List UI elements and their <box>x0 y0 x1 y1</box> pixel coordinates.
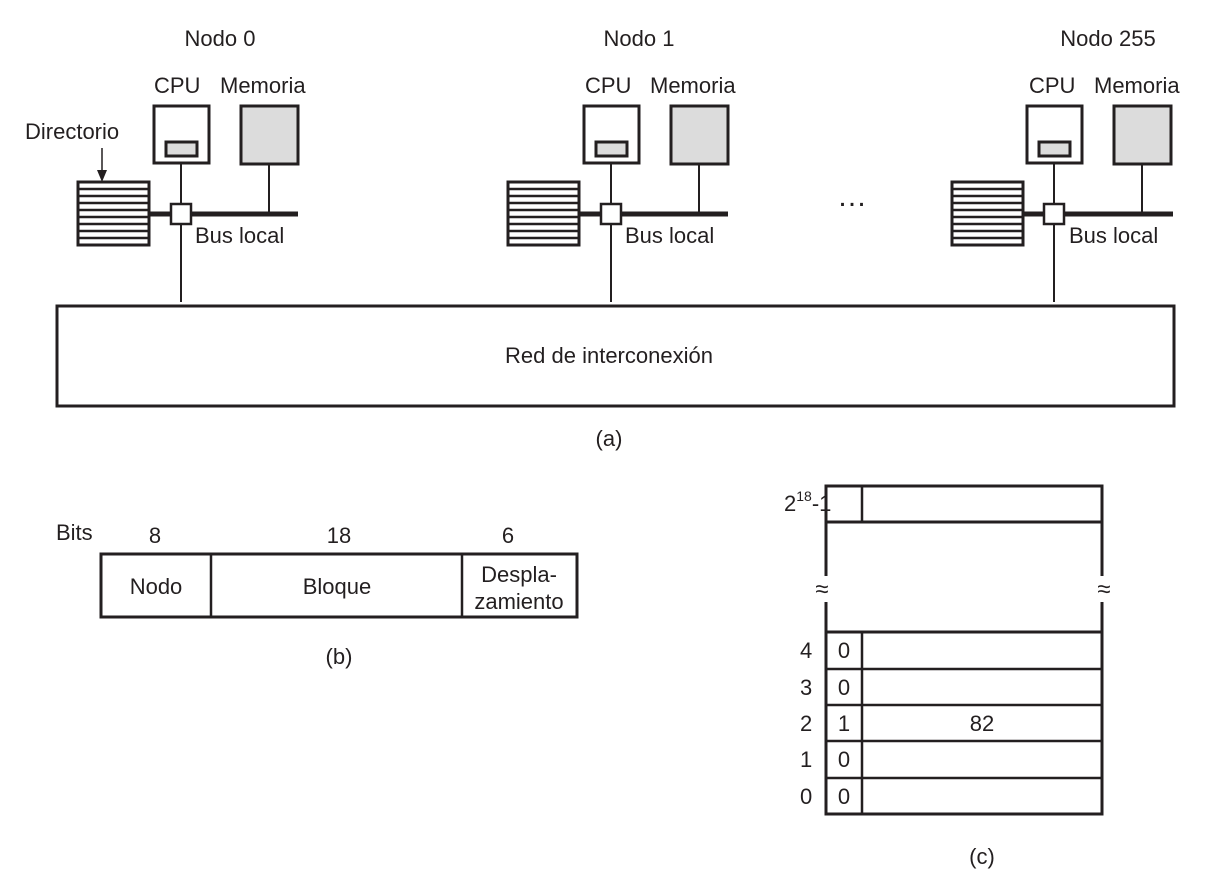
row-bit: 0 <box>838 784 850 809</box>
field-block: Bloque <box>303 574 372 599</box>
cache-box <box>164 140 199 158</box>
caption-c: (c) <box>969 844 995 869</box>
memory-label: Memoria <box>1094 73 1180 98</box>
field-offset-line2: zamiento <box>474 589 563 614</box>
row-value: 82 <box>970 711 994 736</box>
row-bit: 0 <box>838 638 850 663</box>
interconnection-network <box>55 304 1176 408</box>
row-bit: 0 <box>838 675 850 700</box>
bus-label: Bus local <box>195 223 284 248</box>
node-title: Nodo 255 <box>1060 26 1155 51</box>
node-0: Nodo 0 CPU Memoria Directorio Bus local <box>25 26 306 302</box>
table-row: 4 0 <box>800 638 850 663</box>
top-index: 218-1 <box>784 488 831 516</box>
table-row: 0 0 <box>800 784 850 809</box>
node-1: Nodo 1 CPU Memoria Bus local <box>506 26 736 302</box>
directory-stack <box>950 180 1025 247</box>
row-index: 2 <box>800 711 812 736</box>
bus-label: Bus local <box>1069 223 1158 248</box>
table-frame <box>824 484 1104 816</box>
memory-box <box>1112 104 1173 166</box>
field-bits: 8 <box>149 523 161 548</box>
table-row: 1 0 <box>800 747 850 772</box>
table-row: 3 0 <box>800 675 850 700</box>
bus-switch <box>1042 202 1066 226</box>
row-index: 3 <box>800 675 812 700</box>
memory-box <box>239 104 300 166</box>
cache-box <box>594 140 629 158</box>
ellipsis: … <box>837 180 867 213</box>
address-box <box>99 552 579 619</box>
cpu-label: CPU <box>585 73 631 98</box>
break-mask <box>1094 576 1114 602</box>
bits-label: Bits <box>56 520 93 545</box>
cpu-label: CPU <box>1029 73 1075 98</box>
caption-b: (b) <box>326 644 353 669</box>
memory-label: Memoria <box>220 73 306 98</box>
row-bit: 0 <box>838 747 850 772</box>
caption-a: (a) <box>596 426 623 451</box>
directory-label: Directorio <box>25 119 119 144</box>
bus-label: Bus local <box>625 223 714 248</box>
directory-table: 218-1 ≈ ≈ 4 0 3 0 2 1 82 1 0 <box>784 484 1114 869</box>
cpu-label: CPU <box>154 73 200 98</box>
directory-stack <box>76 180 151 247</box>
address-format: Bits 8 18 6 Nodo Bloque Despla- zamiento… <box>56 520 579 669</box>
network-label: Red de interconexión <box>505 343 713 368</box>
row-index: 0 <box>800 784 812 809</box>
break-icon: ≈ <box>815 576 828 603</box>
arrow-head-icon <box>97 170 107 182</box>
field-node: Nodo <box>130 574 183 599</box>
break-icon: ≈ <box>1097 576 1110 603</box>
directory-stack <box>506 180 581 247</box>
field-bits: 6 <box>502 523 514 548</box>
memory-box <box>669 104 730 166</box>
memory-label: Memoria <box>650 73 736 98</box>
node-title: Nodo 0 <box>185 26 256 51</box>
row-bit: 1 <box>838 711 850 736</box>
bus-switch <box>169 202 193 226</box>
node-255: Nodo 255 CPU Memoria Bus local <box>950 26 1180 302</box>
node-title: Nodo 1 <box>604 26 675 51</box>
field-offset-line1: Despla- <box>481 562 557 587</box>
cache-box <box>1037 140 1072 158</box>
field-bits: 18 <box>327 523 351 548</box>
break-mask <box>812 576 832 602</box>
table-row: 2 1 82 <box>800 711 994 736</box>
bus-switch <box>599 202 623 226</box>
row-index: 4 <box>800 638 812 663</box>
row-index: 1 <box>800 747 812 772</box>
